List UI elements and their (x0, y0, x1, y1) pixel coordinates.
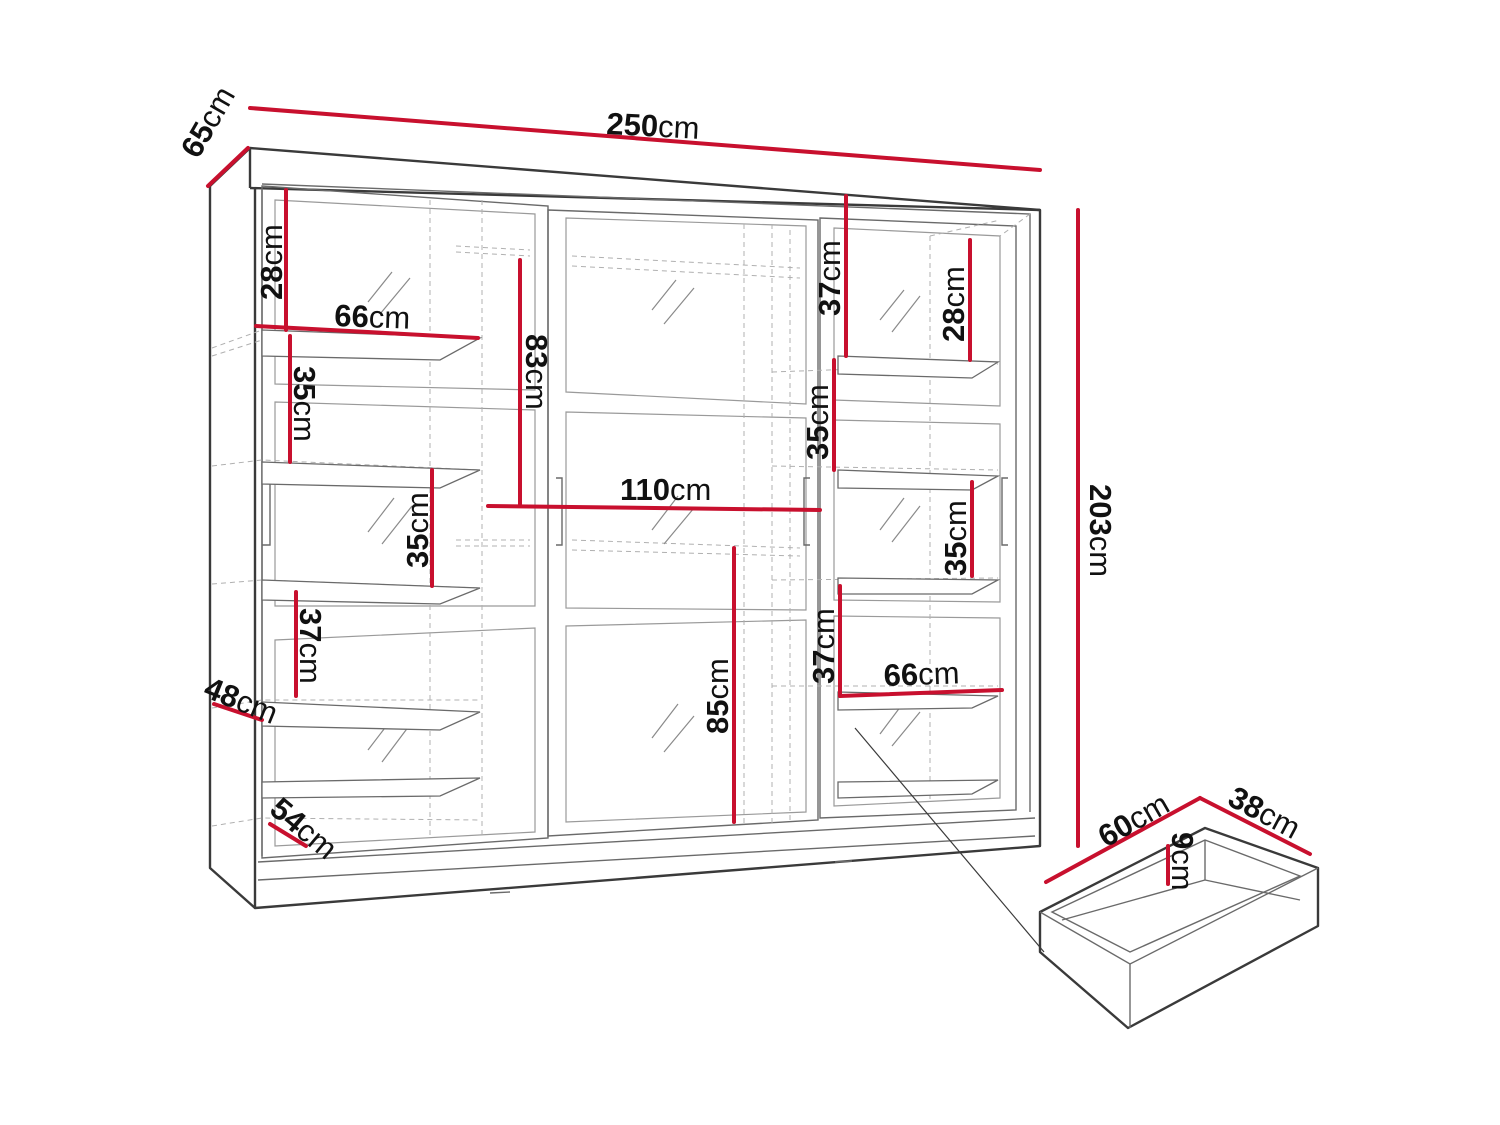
dimension-labels: 65cm 250cm 203cm 28cm 66cm 35cm 35cm 37c… (174, 80, 1306, 890)
label-right-middle-height: 35cm (938, 500, 973, 576)
label-right-shelf-width: 66cm (883, 655, 960, 693)
label-center-lower-height: 85cm (700, 658, 735, 734)
label-height-total: 203cm (1083, 484, 1118, 577)
label-depth-total: 65cm (174, 80, 242, 163)
dim-line-right-66 (838, 688, 1004, 698)
label-hanging-rail-width: 110cm (620, 472, 711, 507)
label-left-lower-height: 37cm (293, 608, 328, 684)
drawer (1038, 826, 1320, 1030)
label-drawer-width: 60cm (1092, 786, 1175, 854)
label-drawer-height: 9cm (1165, 832, 1200, 891)
label-width-total: 250cm (606, 106, 701, 146)
dimension-lines (206, 106, 1312, 886)
label-right-lower-height: 37cm (806, 608, 841, 684)
drawer-pointer-line (854, 727, 1045, 953)
internal-shelves (211, 200, 1031, 836)
right-door (819, 217, 1017, 819)
dim-line-left-48 (212, 702, 264, 722)
dim-line-depth-total (206, 146, 250, 188)
label-drawer-depth: 38cm (1223, 779, 1306, 845)
dim-line-left-66 (254, 324, 480, 340)
label-left-top-height: 28cm (254, 224, 289, 300)
label-left-top-shelf-width: 66cm (334, 298, 411, 336)
dim-line-width-total (248, 106, 1042, 172)
label-right-top-height: 37cm (812, 240, 847, 316)
dim-line-drawer-38 (1198, 796, 1312, 856)
label-left-upper-height: 35cm (287, 366, 322, 442)
dim-line-center-110 (486, 504, 822, 512)
label-center-upper-height: 83cm (519, 334, 554, 410)
label-right-upper-height: 35cm (800, 384, 835, 460)
label-right-top-inner-height: 28cm (936, 266, 971, 342)
label-left-middle-height: 35cm (400, 492, 435, 568)
dim-line-drawer-60 (1044, 796, 1202, 884)
left-door (261, 185, 549, 859)
dim-line-left-54 (268, 822, 308, 848)
label-left-shelf-depth: 48cm (199, 670, 282, 731)
center-door (547, 209, 819, 837)
